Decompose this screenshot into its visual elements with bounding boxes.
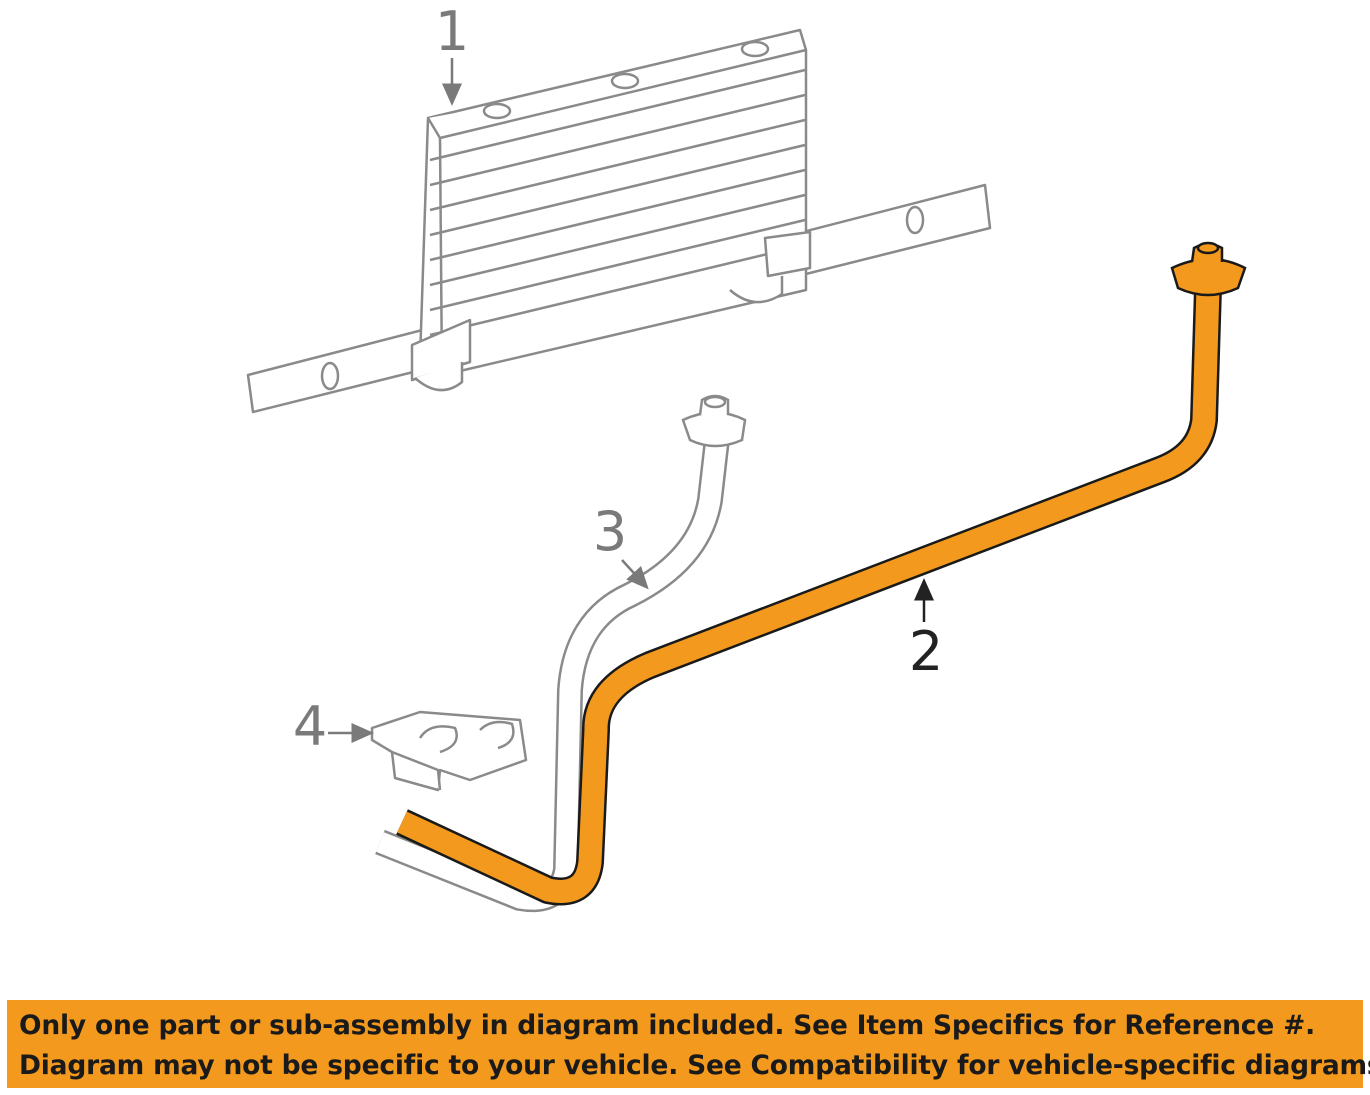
callout-label-1: 1	[435, 0, 469, 63]
callout-label-4: 4	[293, 695, 327, 758]
disclaimer-line-2: Diagram may not be specific to your vehi…	[19, 1050, 1370, 1081]
disclaimer-banner: Only one part or sub-assembly in diagram…	[7, 1000, 1370, 1088]
callout-1: 1	[435, 0, 469, 106]
cooler-line-2-icon	[396, 241, 1247, 906]
disclaimer-line-1: Only one part or sub-assembly in diagram…	[19, 1010, 1315, 1041]
callout-label-2: 2	[909, 620, 943, 683]
parts-diagram: 1 2 3 4	[246, 0, 1247, 913]
callout-2: 2	[909, 578, 943, 683]
callout-label-3: 3	[593, 500, 627, 563]
retaining-clip-icon	[370, 710, 528, 792]
callout-3: 3	[593, 500, 649, 590]
oil-cooler-icon	[246, 28, 992, 414]
callout-4: 4	[293, 695, 374, 758]
